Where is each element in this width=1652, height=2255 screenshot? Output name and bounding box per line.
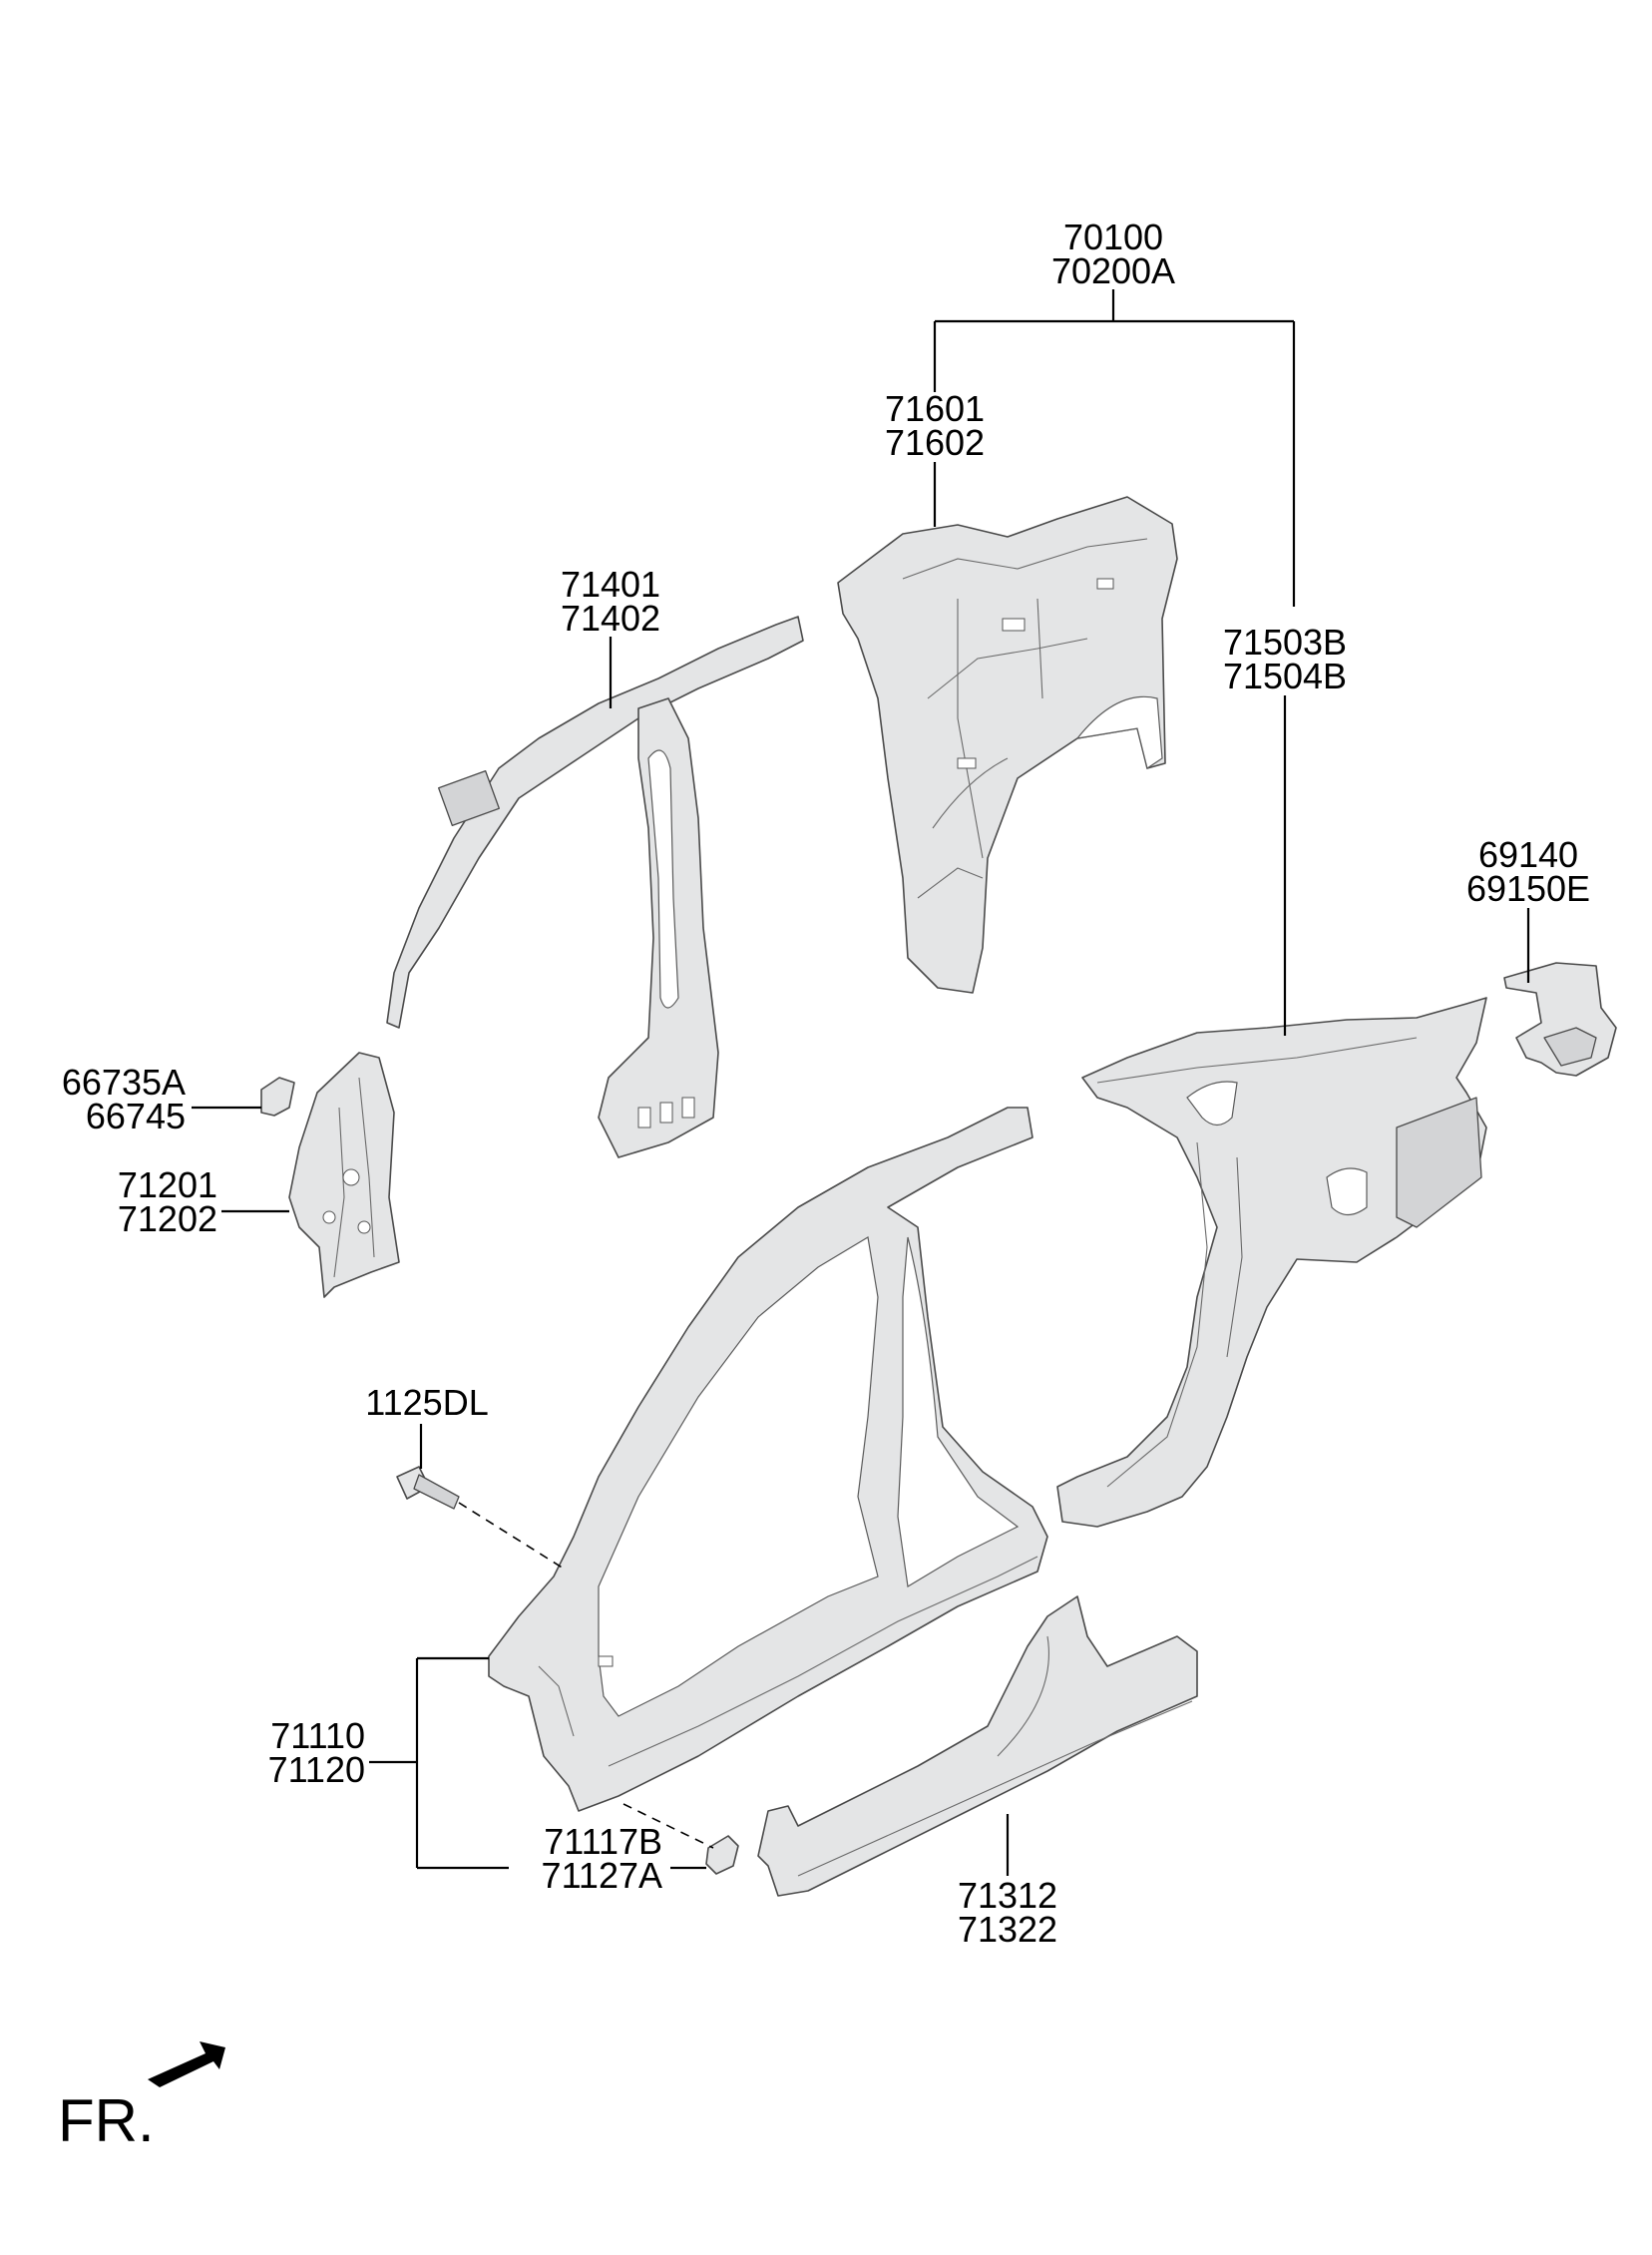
front-direction-arrow-icon (148, 2041, 225, 2087)
label-bracket-top-right-1: 69140 (1478, 834, 1578, 875)
part-number-labels: 70100 70200A 71601 71602 71503B 71504B 7… (62, 217, 1590, 1950)
leader-lines (192, 289, 1530, 1876)
front-direction-marker: FR. (58, 2041, 225, 2154)
label-roof-rail-1: 71401 (561, 564, 660, 605)
label-small-bracket-1: 71117B (544, 1821, 662, 1862)
label-small-bracket-2: 71127A (542, 1855, 662, 1896)
label-assembly-1: 70100 (1063, 217, 1163, 257)
label-wheelhouse-1: 71601 (885, 388, 985, 429)
small-bracket-part (705, 1835, 739, 1875)
label-quarter-panel-1: 71503B (1223, 622, 1347, 663)
label-assembly-2: 70200A (1051, 250, 1175, 291)
label-front-pillar-2: 71202 (118, 1198, 217, 1239)
wheelhouse-inner-part (837, 496, 1178, 994)
bolt-part (396, 1466, 460, 1510)
label-wheelhouse-2: 71602 (885, 422, 985, 463)
cowl-bracket-part (260, 1077, 295, 1117)
roof-rail-part (386, 616, 804, 1158)
label-sill-reinforcement-1: 71312 (958, 1875, 1057, 1916)
label-front-pillar-1: 71201 (118, 1164, 217, 1205)
side-outer-panel-part (488, 1107, 1048, 1812)
label-quarter-panel-2: 71504B (1223, 656, 1347, 696)
quarter-panel-part (1056, 997, 1487, 1528)
label-roof-rail-2: 71402 (561, 598, 660, 639)
front-pillar-inner-part (288, 1052, 400, 1298)
label-cowl-bracket-1: 66735A (62, 1062, 186, 1103)
label-bracket-top-right-2: 69150E (1466, 868, 1590, 909)
label-side-outer-1: 71110 (270, 1715, 365, 1756)
sill-reinforcement-part (757, 1595, 1198, 1897)
front-direction-label: FR. (58, 2087, 155, 2154)
label-sill-reinforcement-2: 71322 (958, 1909, 1057, 1950)
label-cowl-bracket-2: 66745 (86, 1096, 186, 1136)
label-bolt: 1125DL (365, 1382, 488, 1423)
label-side-outer-2: 71120 (268, 1749, 365, 1790)
fuel-filler-bracket-part (1503, 962, 1617, 1077)
